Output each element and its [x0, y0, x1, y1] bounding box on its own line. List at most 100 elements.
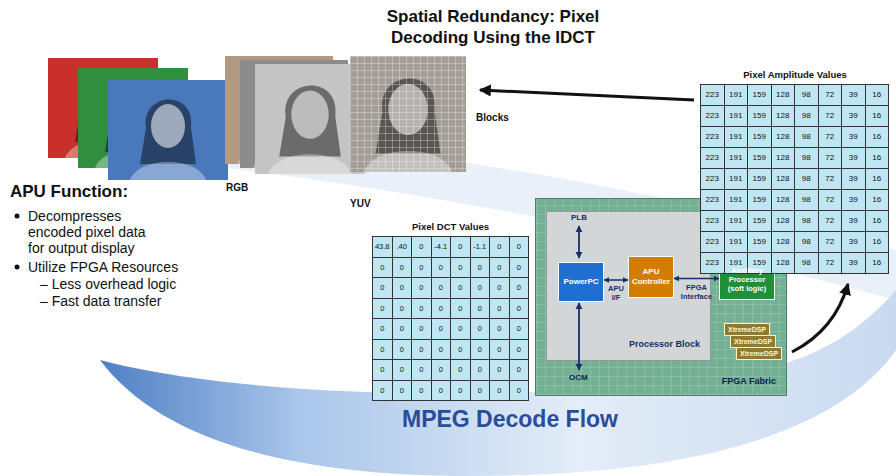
dct-cell: -1.1 [473, 242, 486, 251]
dct-cell-holder: 0 [372, 380, 393, 402]
amplitude-cell: 128 [776, 174, 789, 184]
dct-cell: 0 [458, 263, 462, 272]
amplitude-cell-holder: 39 [841, 126, 866, 148]
dct-cell-holder: 0 [509, 277, 530, 299]
amplitude-cell: 191 [729, 258, 742, 268]
amplitude-cell-holder: 16 [865, 231, 890, 253]
dct-cell-holder: 0 [392, 277, 413, 299]
dct-cell: 0 [380, 283, 384, 292]
dct-cell-holder: 0 [431, 318, 452, 340]
amplitude-cell: 223 [706, 237, 719, 247]
amplitude-cell-holder: 223 [700, 252, 725, 274]
amplitude-cell-holder: 191 [724, 231, 749, 253]
node-text: APU Controller [631, 267, 671, 287]
auxiliary-processor-box: Auxiliary Processor (soft logic) [719, 259, 775, 300]
dct-cell: 0 [458, 324, 462, 333]
dct-cell-holder: 0 [372, 339, 393, 361]
image-label: Blocks [476, 112, 509, 124]
bullet-text-holder: Utilize FPGA Resources [28, 259, 178, 275]
powerpc-box: PowerPC [558, 262, 604, 302]
amplitude-cell-holder: 72 [818, 252, 843, 274]
dct-cell-holder: 0 [372, 359, 393, 381]
dct-cell-holder: 0 [411, 277, 432, 299]
dct-cell-holder: 0 [411, 318, 432, 340]
dct-cell: 0 [400, 365, 404, 374]
dct-cell-holder: 0 [392, 359, 413, 381]
dct-cell: 0 [419, 365, 423, 374]
amplitude-cell: 159 [753, 195, 766, 205]
amplitude-cell: 223 [706, 258, 719, 268]
amplitude-cell: 16 [872, 174, 881, 184]
dct-cell-holder: 0 [509, 339, 530, 361]
blocks-image [350, 56, 466, 172]
dct-cell-holder: 0 [470, 277, 491, 299]
amplitude-cell: 223 [706, 90, 719, 100]
xtremedsp-box: XtremeDSP [736, 347, 782, 360]
amplitude-cell: 191 [729, 132, 742, 142]
edge-label: FPGA Interface [677, 283, 717, 301]
dct-cell-holder: 0 [431, 339, 452, 361]
sub-bullet-text-holder: – Fast data transfer [40, 293, 161, 309]
amplitude-cell: 16 [872, 258, 881, 268]
face-picture [130, 99, 206, 180]
heading-holder: APU Function: [10, 182, 128, 202]
dct-cell: 0 [439, 304, 443, 313]
amplitude-cell: 72 [825, 90, 834, 100]
y-channel [255, 64, 365, 174]
dct-cell: 0 [478, 304, 482, 313]
amplitude-cell: 128 [776, 216, 789, 226]
dct-cell-holder: 0 [509, 298, 530, 320]
bus-label-holder: OCM [569, 373, 588, 383]
amplitude-cell-holder: 159 [747, 105, 772, 127]
table-title: Pixel DCT Values [372, 221, 529, 233]
amplitude-cell: 39 [849, 195, 858, 205]
dct-cell: 0 [517, 263, 521, 272]
amplitude-cell-holder: 16 [865, 126, 890, 148]
amplitude-cell: 159 [753, 174, 766, 184]
amplitude-cell-holder: 223 [700, 147, 725, 169]
node-text: XtremeDSP [734, 337, 772, 346]
amplitude-cell: 16 [872, 216, 881, 226]
amplitude-cell-holder: 16 [865, 105, 890, 127]
dct-cell-holder: 0 [470, 257, 491, 279]
amplitude-cell-holder: 191 [724, 147, 749, 169]
dct-cell-holder: 0 [489, 339, 510, 361]
amplitude-cell: 98 [802, 195, 811, 205]
amplitude-cell-holder: 39 [841, 210, 866, 232]
bullet-text: Utilize FPGA Resources [28, 259, 178, 275]
amplitude-cell: 191 [729, 237, 742, 247]
yuv-image-stack [225, 56, 365, 174]
amplitude-cell: 159 [753, 237, 766, 247]
amplitude-cell: 191 [729, 216, 742, 226]
amplitude-cell-holder: 128 [771, 231, 796, 253]
dct-cell-holder: 0 [411, 339, 432, 361]
image-label-holder: YUV [350, 198, 371, 210]
bus-label-holder: PLB [571, 213, 587, 223]
bus-label: OCM [569, 373, 588, 383]
dct-cell-holder: 0 [392, 257, 413, 279]
amplitude-cell-holder: 72 [818, 168, 843, 190]
amplitude-cell: 39 [849, 90, 858, 100]
amplitude-cell-holder: 191 [724, 168, 749, 190]
dct-cell: 0 [439, 263, 443, 272]
amplitude-cell: 98 [802, 237, 811, 247]
dct-cell: 0 [439, 365, 443, 374]
dct-cell: 0 [497, 263, 501, 272]
amplitude-cell: 191 [729, 111, 742, 121]
amplitude-cell-holder: 39 [841, 147, 866, 169]
dct-cell: 0 [380, 324, 384, 333]
bullet-text-holder: Decompresses encoded pixel data for outp… [28, 208, 163, 256]
image-label-holder: RGB [226, 182, 248, 194]
amplitude-cell-holder: 128 [771, 189, 796, 211]
dct-cell-holder: 0 [489, 380, 510, 402]
dct-cell: 0 [497, 304, 501, 313]
dct-cell-holder: 0 [372, 318, 393, 340]
dct-cell-holder: 0 [470, 380, 491, 402]
dct-cell: 0 [478, 283, 482, 292]
dct-cell: 0 [478, 386, 482, 395]
amplitude-cell: 98 [802, 258, 811, 268]
dct-cell: 0 [380, 263, 384, 272]
amplitude-cell-holder: 128 [771, 84, 796, 106]
dct-cell: 0 [517, 242, 521, 251]
